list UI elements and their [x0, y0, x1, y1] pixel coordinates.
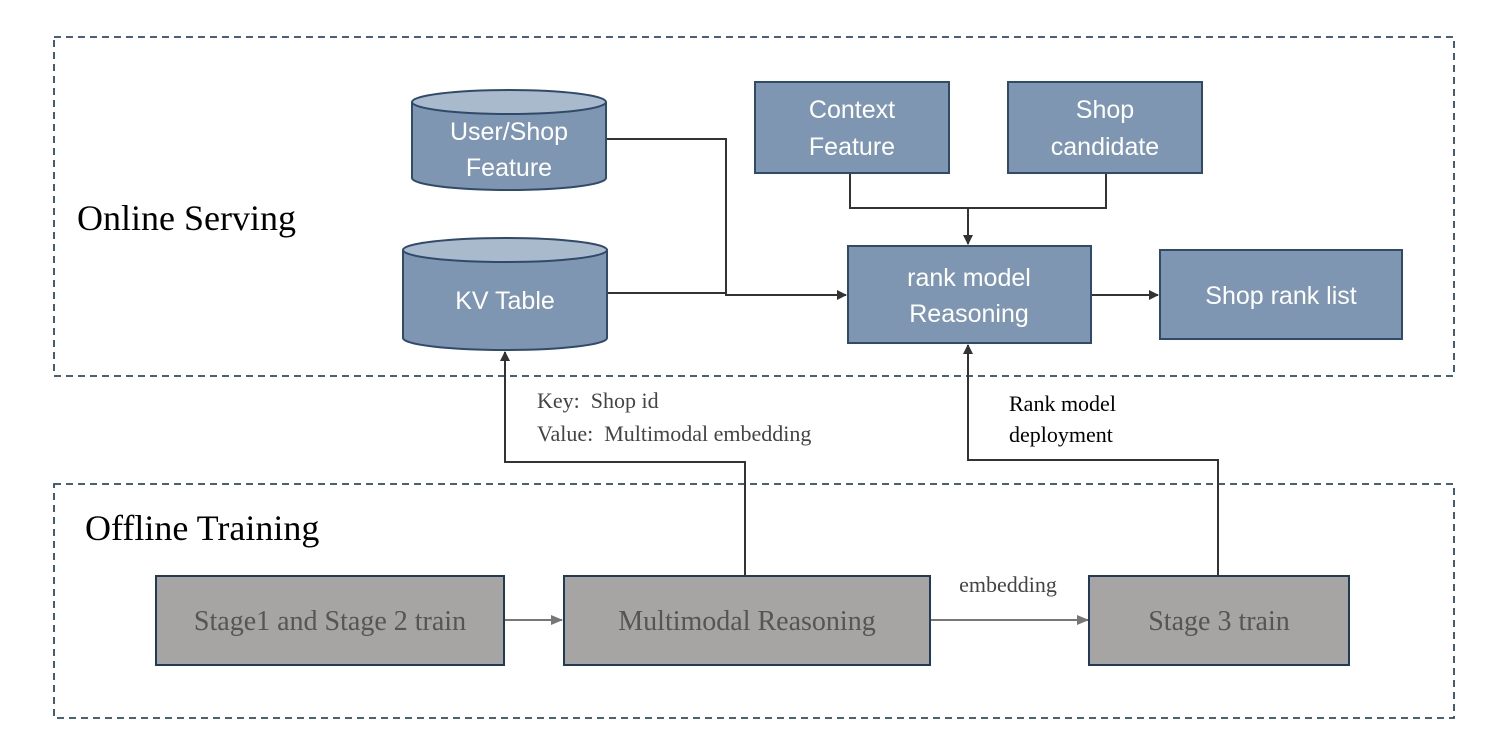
rank-model-reasoning-box: rank model Reasoning [847, 245, 1092, 344]
online-serving-section [53, 36, 1455, 377]
multimodal-reasoning-box: Multimodal Reasoning [563, 575, 931, 666]
context-feature-label-line2: Feature [809, 133, 895, 161]
kv-value-label: Value: Multimodal embedding [537, 421, 811, 446]
multimodal-reasoning-label: Multimodal Reasoning [618, 606, 875, 637]
shop-rank-list-label: Shop rank list [1205, 282, 1357, 310]
context-feature-label-line1: Context [809, 96, 895, 124]
stage3-train-label: Stage 3 train [1148, 606, 1290, 637]
rank-model-label-line1: rank model [907, 264, 1031, 292]
kv-key-label: Key: Shop id [537, 388, 659, 413]
embedding-edge-label: embedding [959, 572, 1057, 597]
user-shop-feature-label-line2: Feature [466, 154, 552, 182]
stage12-train-box: Stage1 and Stage 2 train [155, 575, 505, 666]
user-shop-feature-database: User/Shop Feature [411, 89, 607, 191]
user-shop-feature-label-line1: User/Shop [450, 118, 568, 146]
user-feature-to-rank-arrow [607, 138, 847, 300]
kv-table-label: KV Table [455, 287, 555, 315]
shop-candidate-connector [968, 173, 1107, 209]
offline-training-label: Offline Training [85, 508, 319, 548]
stage3-train-box: Stage 3 train [1088, 575, 1350, 666]
kv-table-database: KV Table [402, 237, 608, 351]
embedding-to-kv-arrow [500, 351, 746, 576]
shop-candidate-box: Shop candidate [1007, 81, 1203, 174]
deployment-label-line1: Rank model [1009, 391, 1116, 416]
shop-candidate-label-line2: candidate [1051, 133, 1159, 161]
context-feature-box: Context Feature [754, 81, 950, 174]
offline-training-section [53, 483, 1455, 719]
shop-rank-list-box: Shop rank list [1159, 249, 1403, 340]
rank-model-label-line2: Reasoning [909, 300, 1029, 328]
online-serving-label: Online Serving [77, 198, 296, 238]
deployment-to-rank-arrow [963, 344, 1219, 576]
context-feature-connector [849, 173, 968, 209]
stage12-train-label: Stage1 and Stage 2 train [194, 606, 466, 637]
shop-candidate-label-line1: Shop [1076, 96, 1134, 124]
deployment-label-line2: deployment [1009, 422, 1113, 447]
